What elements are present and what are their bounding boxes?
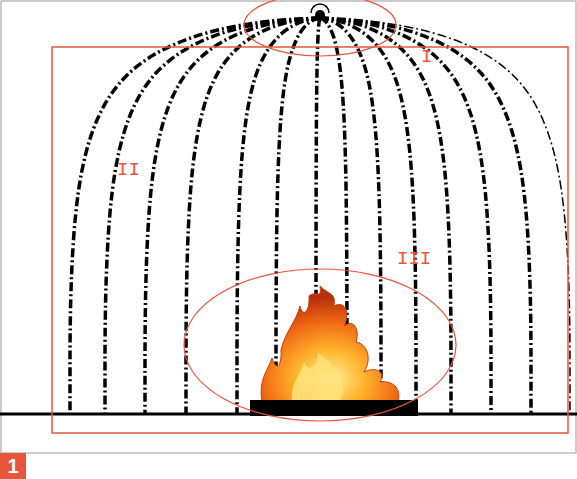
image-border — [1, 1, 576, 453]
spray-lines — [70, 18, 570, 413]
sprinkler-head — [315, 10, 325, 20]
zone-label: I — [421, 48, 432, 67]
sprinkler-head — [311, 4, 329, 13]
zone-label: III — [397, 250, 431, 269]
fire-flames — [261, 286, 399, 402]
zone-ellipse — [184, 269, 456, 421]
region-frame — [52, 47, 568, 433]
zone-label: II — [117, 161, 140, 180]
figure-number: 1 — [7, 456, 18, 476]
ground-line — [0, 413, 577, 416]
zone-ellipse — [244, 0, 396, 56]
figure-number-box: 1 — [0, 453, 26, 479]
fire-core — [292, 352, 343, 402]
